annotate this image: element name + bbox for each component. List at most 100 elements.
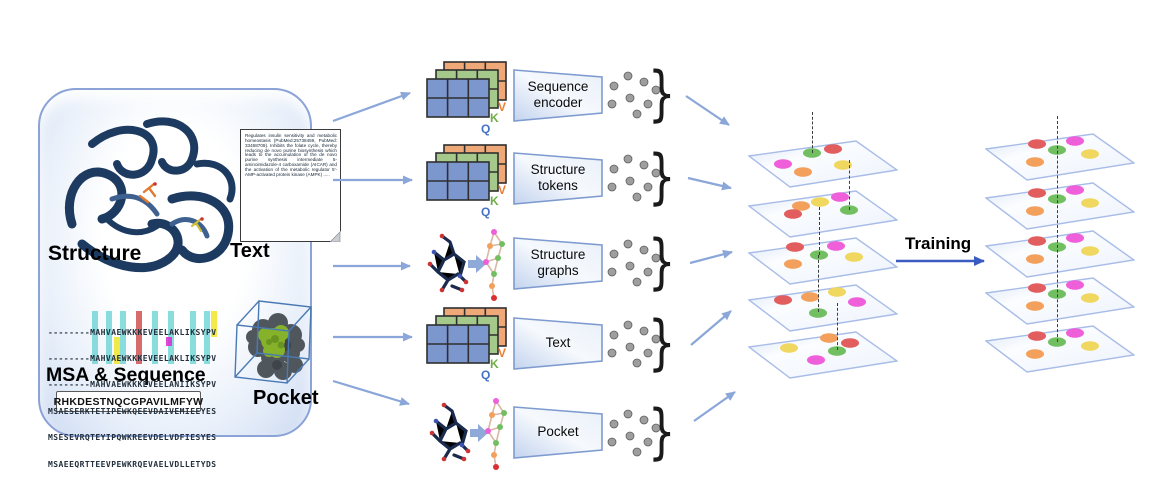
embedding-dot-magenta — [774, 159, 792, 169]
qkv-matrices-icon: Q K V — [426, 307, 507, 382]
embedding-dot-green — [1048, 337, 1066, 347]
embedding-dot-yellow — [780, 343, 798, 353]
sequence-text: RHKDESTNQCGPAVILMFYW — [53, 395, 204, 408]
embedding-dot-orange — [1026, 349, 1044, 359]
embedding-dot-magenta — [1066, 136, 1084, 146]
structure-graphs-box — [513, 237, 603, 290]
embedding-dot-red — [824, 144, 842, 154]
embedding-dot-orange — [792, 201, 810, 211]
embedding-dot-orange — [784, 259, 802, 269]
text-encoder-box — [513, 317, 603, 370]
molecule-to-graph-icon — [427, 229, 505, 301]
embedding-plane-aligned — [985, 182, 1135, 230]
sequence-encoder-box — [513, 69, 603, 122]
embedding-dot-magenta — [1066, 233, 1084, 243]
embed-arrow — [685, 95, 730, 126]
embedding-dot-magenta — [807, 355, 825, 365]
transform-arrow-icon — [468, 255, 486, 273]
q-label: Q — [481, 205, 490, 219]
embedding-plane — [748, 237, 898, 285]
token-embeddings-dots — [607, 71, 661, 119]
embedding-dot-red — [1028, 139, 1046, 149]
sequence-box: RHKDESTNQCGPAVILMFYW — [53, 391, 204, 412]
embedding-dot-yellow — [1081, 198, 1099, 208]
msa-sequence-label: MSA & Sequence — [46, 364, 206, 386]
embedding-plane — [748, 331, 898, 379]
embedding-dot-orange — [801, 292, 819, 302]
input-arrow — [332, 379, 410, 406]
protein-structure-image — [64, 117, 236, 273]
embed-arrow — [687, 176, 732, 191]
k-label: K — [490, 194, 499, 208]
msa-alignment: --------MAHVAEWKKKEVEELAKLIKSYPV -------… — [48, 311, 232, 468]
embedding-dot-green — [810, 250, 828, 260]
msa-highlight — [120, 311, 126, 364]
embed-arrow — [689, 249, 733, 265]
anchor-dashed-line — [818, 255, 819, 312]
embedding-dot-orange — [1026, 254, 1044, 264]
pocket-image — [234, 300, 312, 384]
token-embeddings-dots — [607, 409, 661, 457]
embedding-dot-yellow — [1081, 293, 1099, 303]
input-modalities-panel: Structure Regulates insulin sensitivity … — [38, 88, 341, 468]
note-fold-corner — [330, 231, 341, 242]
text-label: Text — [230, 240, 270, 262]
brace: } — [648, 397, 676, 467]
embedding-dot-magenta — [1066, 280, 1084, 290]
training-label: Training — [905, 234, 972, 253]
qkv-matrices-icon: Q K V — [426, 61, 507, 136]
embedding-dot-green — [809, 308, 827, 318]
embedding-plane — [748, 140, 898, 188]
embedding-dot-red — [1028, 236, 1046, 246]
msa-highlight-yellow — [211, 311, 217, 337]
embedding-dot-yellow — [1081, 149, 1099, 159]
k-label: K — [490, 111, 499, 125]
msa-row: MSAESERKTETIPEWKQEEVDAIVEMIEEYES — [48, 406, 217, 416]
pocket-cube-wireframe — [234, 300, 312, 384]
msa-highlight — [152, 311, 158, 364]
alignment-dashed-line — [1057, 116, 1058, 342]
token-embeddings-dots — [607, 239, 661, 287]
anchor-dashed-line — [837, 303, 838, 350]
ligand-sticks — [138, 182, 204, 233]
msa-highlight — [106, 311, 112, 364]
embedding-plane — [748, 284, 898, 332]
qkv-matrices-icon: Q K V — [426, 144, 507, 219]
embedding-dot-red — [786, 242, 804, 252]
msa-highlight-magenta — [166, 337, 172, 346]
msa-row: --------MAHVAEWKKKEVEELAKLIKSYPV — [48, 353, 217, 363]
k-label: K — [490, 357, 499, 371]
embedding-dot-red — [841, 338, 859, 348]
embedding-dot-orange — [1026, 206, 1044, 216]
brace: } — [648, 142, 676, 212]
molecule-to-graph-icon — [429, 398, 507, 470]
brace: } — [648, 59, 676, 129]
embedding-dot-green — [803, 148, 821, 158]
v-label: V — [498, 100, 506, 114]
embedding-dot-orange — [1026, 157, 1044, 167]
embedding-dot-green — [828, 346, 846, 356]
msa-highlight-red — [136, 311, 142, 364]
embedding-plane-aligned — [985, 325, 1135, 373]
embedding-dot-orange — [794, 167, 812, 177]
msa-row: MSESEVRQTEYIPQWKREEVDELVDFIESYES — [48, 433, 217, 443]
embed-arrow — [693, 391, 736, 422]
embedding-dot-red — [1028, 331, 1046, 341]
msa-row: MSAEEQRTTEEVPEWKRQEVAELVDLLETYDS — [48, 459, 217, 469]
embedding-dot-yellow — [1081, 341, 1099, 351]
transform-arrow-icon — [470, 424, 488, 442]
embedding-dot-yellow — [834, 160, 852, 170]
embedding-dot-magenta — [1066, 185, 1084, 195]
token-embeddings-dots — [607, 154, 661, 202]
sequence-encoder-label: Sequence encoder — [527, 79, 589, 110]
embedding-dot-magenta — [831, 192, 849, 202]
function-text-note: Regulates insulin sensitivity and metabo… — [240, 129, 341, 242]
q-label: Q — [481, 368, 490, 382]
embedding-dot-red — [774, 295, 792, 305]
embedding-dot-red — [784, 209, 802, 219]
msa-row: --------MAHVAEWKKKEVEELANIIKSYPV — [48, 380, 217, 390]
embedding-dot-red — [1028, 283, 1046, 293]
text-encoder-label: Text — [545, 335, 571, 351]
pocket-label: Pocket — [253, 387, 319, 409]
